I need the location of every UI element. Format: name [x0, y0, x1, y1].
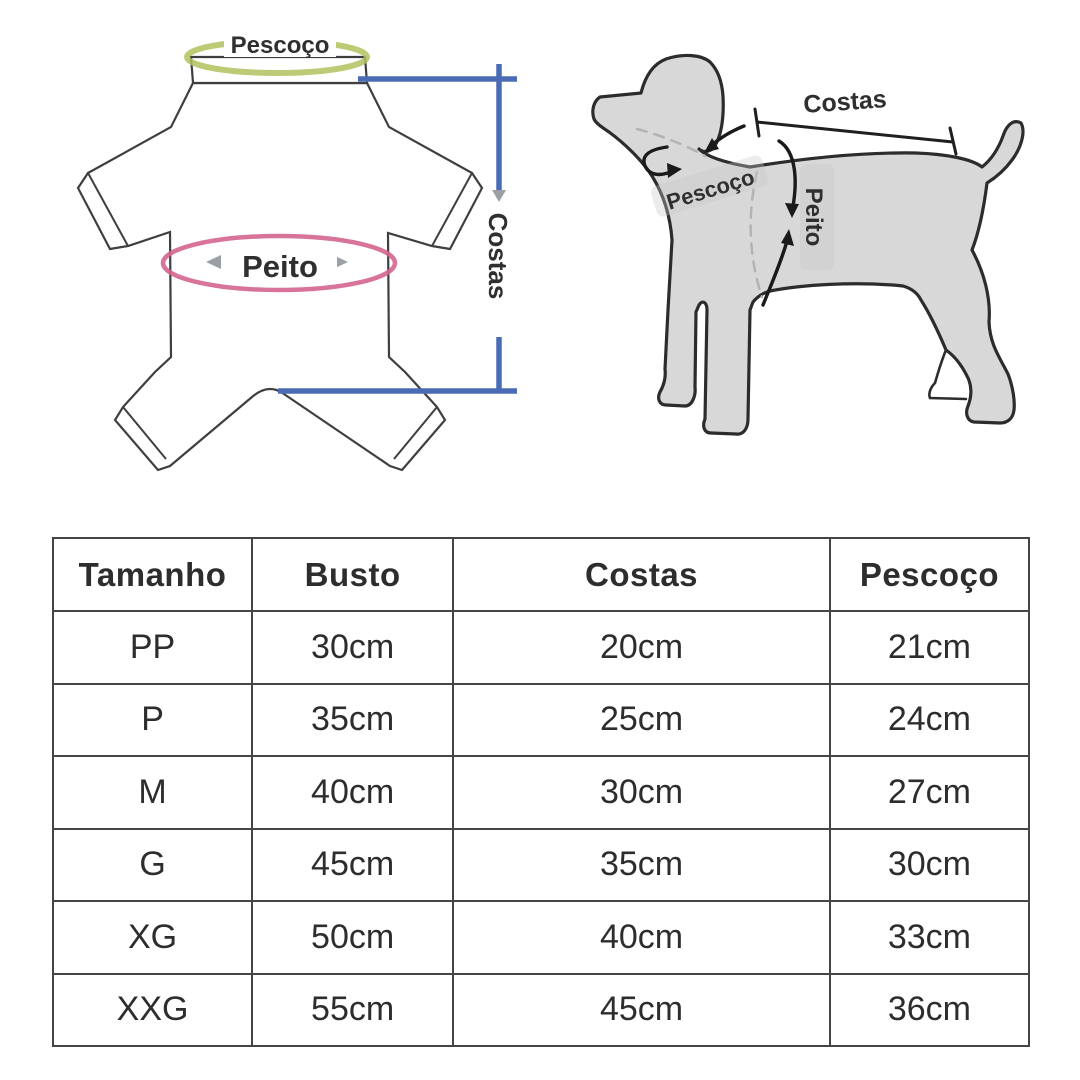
chest-arrow-down [777, 139, 797, 208]
dog-chest-label: Peito [800, 188, 827, 247]
dog-back-label: Costas [802, 85, 887, 119]
size-cell: XXG [51, 972, 254, 1047]
busto-cell: 30cm [251, 610, 455, 685]
costas-cell: 35cm [452, 827, 831, 902]
size-cell: P [51, 682, 254, 757]
dog-silhouette [591, 53, 1025, 436]
busto-cell: 45cm [251, 827, 455, 902]
table-row: P 35cm 25cm 24cm [51, 682, 1031, 757]
table-row: PP 30cm 20cm 21cm [51, 610, 1031, 685]
size-table-header-row: Tamanho Busto Costas Pescoço [51, 537, 1031, 612]
leg-cuff-right-line [393, 406, 438, 460]
table-row: M 40cm 30cm 27cm [51, 755, 1031, 830]
size-cell: G [51, 827, 254, 902]
header-tamanho: Tamanho [51, 537, 254, 612]
garment-neck-label: Pescoço [231, 32, 330, 59]
chest-girth-dashed-line [749, 170, 764, 299]
table-row: XXG 55cm 45cm 36cm [51, 972, 1031, 1047]
garment-back-label: Costas [483, 213, 513, 300]
neck-girth-dashed-line [635, 127, 707, 158]
header-pescoco: Pescoço [828, 537, 1031, 612]
chest-arrow-up [761, 239, 789, 307]
costas-cell: 20cm [452, 610, 831, 685]
back-measure-tick-left [753, 107, 761, 138]
costas-cell: 40cm [452, 900, 831, 975]
pescoco-cell: 30cm [828, 827, 1031, 902]
table-row: XG 50cm 40cm 33cm [51, 900, 1031, 975]
neck-label-background [224, 30, 336, 57]
pescoco-cell: 24cm [828, 682, 1031, 757]
chest-arrow-left-icon [206, 255, 221, 269]
pescoco-cell: 33cm [828, 900, 1031, 975]
garment-chest-label: Peito [242, 249, 318, 284]
neck-arrow-lower [642, 145, 670, 177]
busto-cell: 50cm [251, 900, 455, 975]
neck-arrow-upper-head-icon [704, 138, 719, 153]
size-cell: XG [51, 900, 254, 975]
busto-cell: 40cm [251, 755, 455, 830]
costas-cell: 45cm [452, 972, 831, 1047]
costas-cell: 30cm [452, 755, 831, 830]
header-busto: Busto [251, 537, 455, 612]
garment-back-label-group: Costas [479, 204, 519, 308]
dog-chest-label-group: Peito [800, 164, 834, 270]
chest-arrow-up-head-icon [781, 229, 794, 246]
size-cell: M [51, 755, 254, 830]
dog-hind-leg-line [928, 348, 968, 401]
back-measure-tick-right [948, 126, 958, 156]
back-bracket-arrow-icon [492, 190, 506, 202]
sleeve-cuff-left-line [87, 172, 129, 247]
chest-arrow-down-head-icon [785, 203, 799, 218]
busto-cell: 35cm [251, 682, 455, 757]
neck-arrow-lower-head-icon [667, 163, 682, 178]
sleeve-cuff-right-line [431, 172, 473, 247]
busto-cell: 55cm [251, 972, 455, 1047]
garment-outline-diagram: Pescoço Peito Costas [76, 30, 519, 472]
back-length-bracket [278, 64, 517, 394]
measurement-diagrams: Pescoço Peito Costas [76, 30, 1025, 472]
size-table: Tamanho Busto Costas Pescoço PP 30cm 20c… [51, 537, 1031, 1047]
leg-cuff-left-line [122, 406, 167, 460]
chest-label-background [225, 246, 337, 282]
pescoco-cell: 36cm [828, 972, 1031, 1047]
size-cell: PP [51, 610, 254, 685]
table-row: G 45cm 35cm 30cm [51, 827, 1031, 902]
header-costas: Costas [452, 537, 831, 612]
costas-cell: 25cm [452, 682, 831, 757]
back-measure-line [755, 120, 955, 144]
dog-back-label-group: Costas [802, 85, 887, 119]
pescoco-cell: 21cm [828, 610, 1031, 685]
dog-measure-diagram: Costas Pescoço Peito [591, 53, 1025, 436]
pescoco-cell: 27cm [828, 755, 1031, 830]
chest-measure-ellipse [160, 233, 398, 293]
